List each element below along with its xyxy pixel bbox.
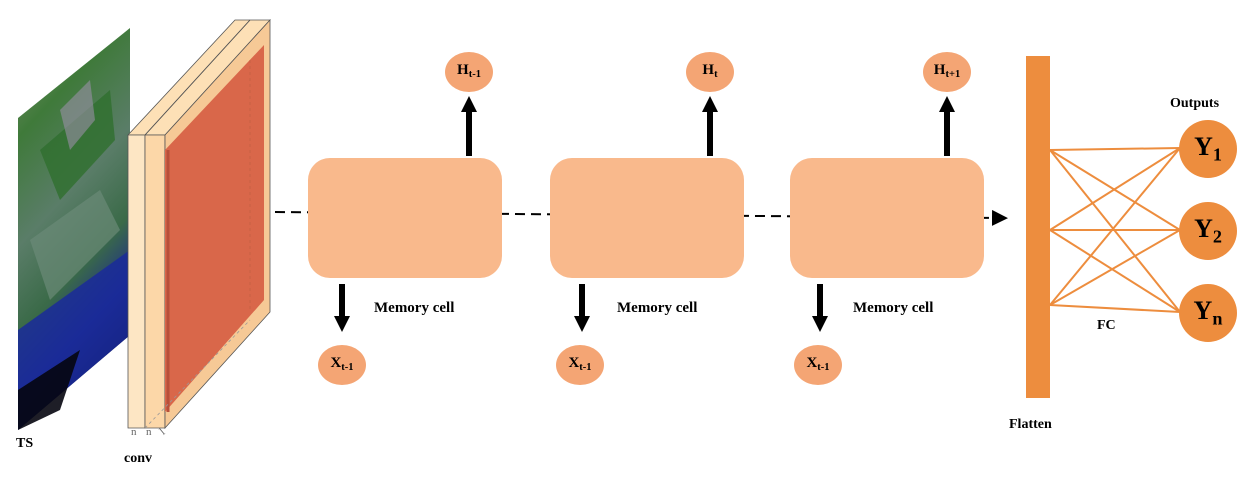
- hidden-state-node-3: [923, 52, 971, 92]
- conv-block: [127, 18, 271, 430]
- memory-cell-3-label: Memory cell: [853, 300, 934, 316]
- conv-label: conv: [124, 451, 152, 466]
- input-1-text: Xt-1: [330, 355, 354, 373]
- hidden-state-1-text: Ht-1: [457, 62, 481, 80]
- input-arrows: [334, 284, 828, 332]
- memory-cell-2-label: Memory cell: [617, 300, 698, 316]
- input-2-text: Xt-1: [568, 355, 592, 373]
- memory-cell-3: [790, 158, 984, 278]
- memory-cell-1: [308, 158, 502, 278]
- conv-tick-1: n: [131, 426, 137, 438]
- input-node-1: [318, 345, 366, 385]
- fc-connections: [1049, 147, 1181, 313]
- memory-cell-1-label: Memory cell: [374, 300, 455, 316]
- outputs-label: Outputs: [1170, 96, 1220, 111]
- ts-label: TS: [16, 436, 34, 451]
- conv-tick-2: n: [146, 426, 152, 438]
- output-node-2: [1179, 202, 1237, 260]
- satellite-image: [18, 28, 130, 430]
- hidden-state-node-2: [686, 52, 734, 92]
- hidden-state-node-1: [445, 52, 493, 92]
- input-3-text: Xt-1: [806, 355, 830, 373]
- output-3-text: Yn: [1193, 296, 1223, 329]
- output-arrows: [461, 96, 955, 156]
- output-node-3: [1179, 284, 1237, 342]
- output-1-text: Y1: [1194, 132, 1222, 165]
- memory-cell-2: [550, 158, 744, 278]
- output-2-text: Y2: [1194, 214, 1222, 247]
- hidden-state-3-text: Ht+1: [933, 62, 961, 80]
- flatten-label: Flatten: [1009, 417, 1052, 432]
- output-node-1: [1179, 120, 1237, 178]
- flatten-bar: [1026, 56, 1050, 398]
- input-node-3: [794, 345, 842, 385]
- fc-label: FC: [1097, 318, 1116, 333]
- input-node-2: [556, 345, 604, 385]
- hidden-state-2-text: Ht: [702, 62, 718, 80]
